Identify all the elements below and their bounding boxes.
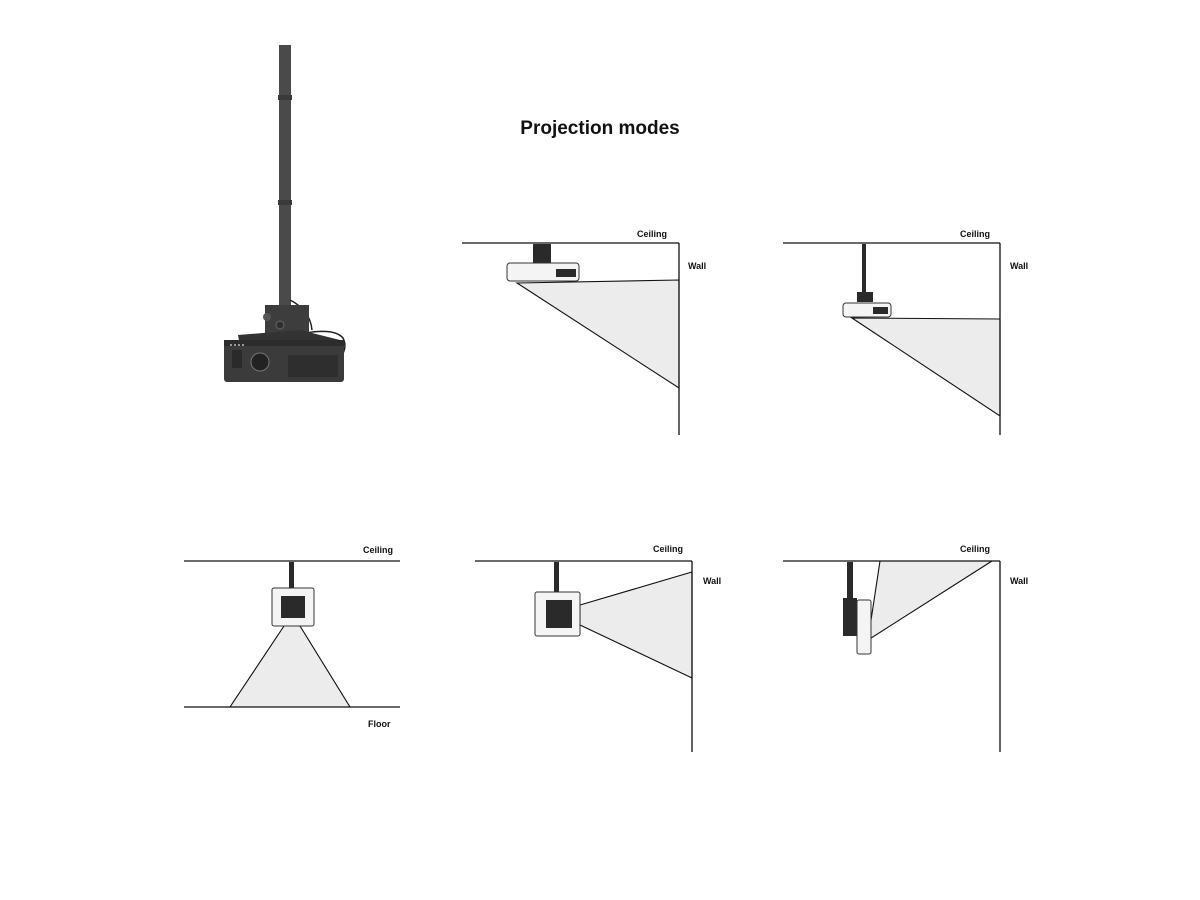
projection-beam bbox=[515, 279, 680, 390]
page-title: Projection modes bbox=[520, 118, 679, 139]
projection-beam bbox=[579, 571, 693, 679]
ceiling-label: Ceiling bbox=[637, 229, 667, 239]
projector-mount-product-image bbox=[224, 45, 346, 382]
floor-label: Floor bbox=[368, 719, 391, 729]
projection-beam bbox=[228, 625, 351, 708]
projector-icon bbox=[842, 244, 892, 318]
panel-ceiling-upward: Ceiling Wall bbox=[783, 544, 1028, 752]
ceiling-label: Ceiling bbox=[653, 544, 683, 554]
ceiling-label: Ceiling bbox=[960, 229, 990, 239]
panel-ceiling-extended-wall: Ceiling Wall bbox=[783, 229, 1028, 435]
projection-beam bbox=[867, 560, 994, 642]
ceiling-label: Ceiling bbox=[363, 545, 393, 555]
projector-icon bbox=[843, 562, 872, 655]
projector-icon bbox=[506, 244, 580, 282]
projector-icon bbox=[271, 562, 315, 627]
wall-label: Wall bbox=[688, 261, 706, 271]
wall-label: Wall bbox=[1010, 261, 1028, 271]
panel-ceiling-floor: Ceiling Floor bbox=[184, 545, 400, 729]
wall-label: Wall bbox=[703, 576, 721, 586]
projection-beam bbox=[850, 317, 1001, 418]
panel-ceiling-side-wall: Ceiling Wall bbox=[475, 544, 721, 752]
wall-label: Wall bbox=[1010, 576, 1028, 586]
panel-ceiling-flush-wall: Ceiling Wall bbox=[462, 229, 706, 435]
projector-icon bbox=[534, 562, 581, 637]
ceiling-label: Ceiling bbox=[960, 544, 990, 554]
